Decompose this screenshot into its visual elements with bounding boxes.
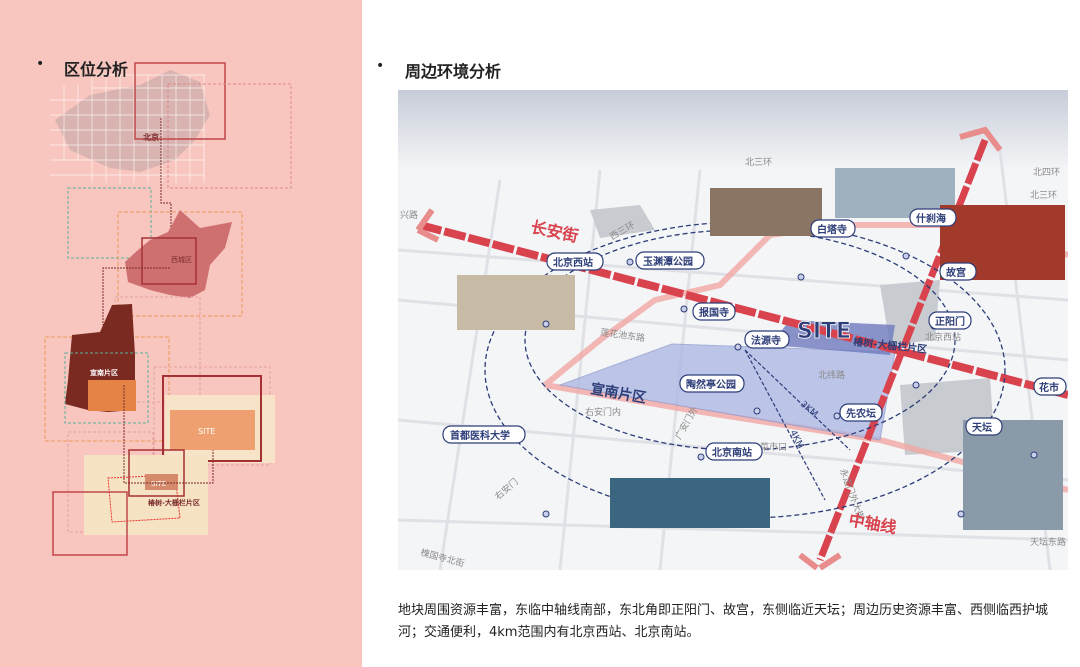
svg-text:白塔寺: 白塔寺 — [817, 223, 847, 236]
china-map: 北京 — [50, 62, 292, 268]
road-label: 右安门内 — [585, 406, 621, 418]
place-taorantingpark: 陶然亭公园 — [679, 374, 761, 415]
photos — [457, 168, 1065, 530]
place-xiannongtan: 先农坛 — [833, 403, 883, 422]
site-maps: SITE SITE 椿树-大栅栏片区 — [52, 366, 275, 556]
photo-beijing-south-station — [610, 478, 770, 528]
svg-text:北京南站: 北京南站 — [712, 446, 752, 459]
road-label: 北四环 — [1033, 167, 1060, 178]
svg-text:报国寺: 报国寺 — [699, 306, 729, 319]
surroundings-map: 3KM 4KM 北三环 西三环 北四环 北三环 兴路 莲花池东路 广安门外 北纬… — [398, 90, 1068, 570]
place-tiantan: 天坛 — [957, 417, 1003, 518]
location-analysis-title: 区位分析 — [64, 60, 129, 79]
road-label: 北纬路 — [818, 369, 845, 381]
beijing-map: 西城区 — [67, 187, 243, 325]
photo-tiantan — [963, 420, 1063, 530]
place-shichahai: 什刹海 — [902, 208, 957, 260]
label-site-1: SITE — [198, 427, 215, 436]
svg-text:法源寺: 法源寺 — [751, 334, 781, 347]
svg-text:正阳门: 正阳门 — [935, 315, 965, 328]
road-label: 北三环 — [745, 157, 772, 168]
arrow-south-icon — [798, 552, 842, 570]
place-beijing-south-station: 北京南站 — [697, 442, 763, 461]
place-baitasi: 白塔寺 — [797, 219, 856, 281]
place-fayuansi: 法源寺 — [734, 330, 790, 351]
place-zhengyangmen: 正阳门 — [912, 311, 972, 389]
svg-text:花市: 花市 — [1039, 381, 1059, 394]
road-label: 兴路 — [400, 209, 418, 221]
place-baoguosi: 报国寺 — [680, 302, 736, 321]
road-label: 菜市口 — [760, 441, 787, 453]
svg-text:天坛: 天坛 — [972, 421, 992, 434]
location-diagram: 北京 西城区 宣南片区 SITE SITE 椿树-大栅栏片区 — [44, 62, 292, 556]
location-analysis-panel: 北京 西城区 宣南片区 SITE SITE 椿树-大栅栏片区 • 区位分析 — [0, 0, 362, 667]
label-site-2: SITE — [151, 480, 166, 488]
label-xuannan: 宣南片区 — [90, 368, 118, 377]
xicheng-map: 宣南片区 — [44, 296, 201, 442]
place-beijing-west-station: 北京西站 — [542, 252, 604, 328]
photo-baitasi — [710, 188, 822, 236]
road-label: 天坛东路 — [1030, 536, 1066, 548]
photo-beijing-west-station — [457, 275, 575, 330]
bullet: • — [36, 56, 45, 72]
label-beijing: 北京 — [143, 132, 159, 142]
changan-avenue — [418, 221, 1068, 399]
svg-text:先农坛: 先农坛 — [846, 407, 876, 420]
road-label: 北京西站 — [925, 331, 961, 343]
label-district: 椿树-大栅栏片区 — [148, 498, 200, 507]
label-xicheng: 西城区 — [171, 256, 192, 264]
place-capital-medical-university: 首都医科大学 — [442, 425, 550, 518]
radius-arrows — [744, 349, 851, 501]
svg-text:陶然亭公园: 陶然亭公园 — [686, 378, 736, 391]
bullet: • — [376, 58, 385, 74]
svg-text:什刹海: 什刹海 — [916, 212, 946, 225]
road-label: 北三环 — [1030, 190, 1057, 201]
arrow-north-icon — [959, 126, 1003, 152]
site-label: SITE — [797, 319, 851, 344]
surroundings-title: 周边环境分析 — [405, 62, 502, 81]
svg-text:北京西站: 北京西站 — [553, 256, 593, 269]
arrow-west-icon — [415, 208, 440, 243]
svg-text:首都医科大学: 首都医科大学 — [450, 429, 510, 442]
svg-text:玉渊潭公园: 玉渊潭公园 — [643, 255, 693, 268]
place-yuyuantan: 玉渊潭公园 — [626, 251, 705, 270]
description: 地块周围资源丰富，东临中轴线南部，东北角即正阳门、故宫，东侧临近天坛；周边历史资… — [398, 603, 1049, 640]
place-huashi: 花市 — [1030, 377, 1067, 459]
svg-text:故宫: 故宫 — [946, 266, 966, 279]
